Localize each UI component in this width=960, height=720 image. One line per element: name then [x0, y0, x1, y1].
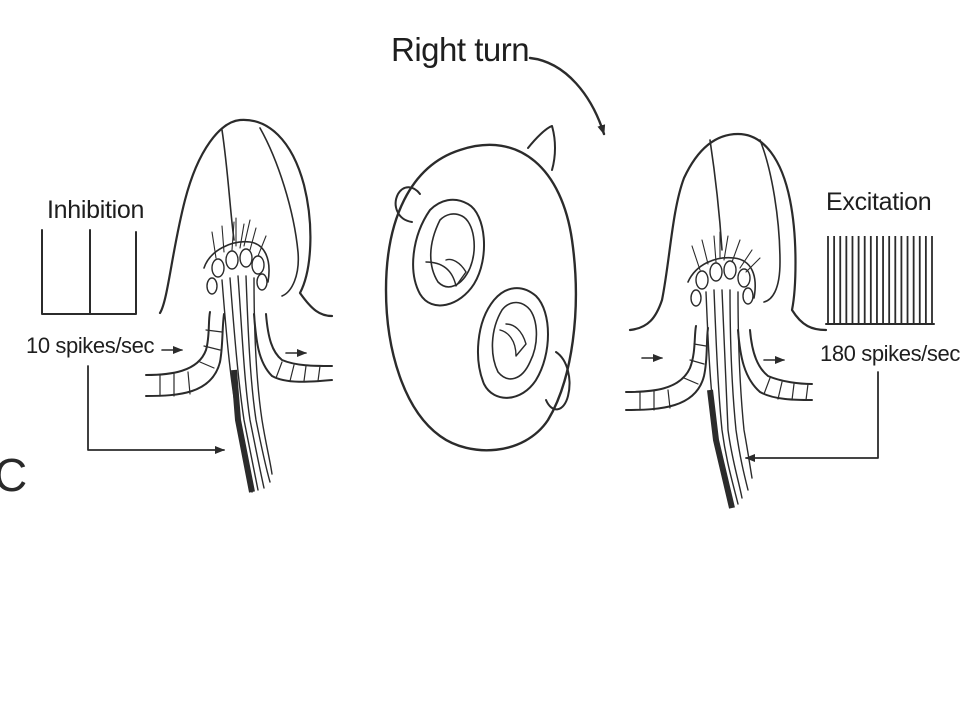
- right-spike-train: [825, 236, 935, 325]
- excitation-label: Excitation: [826, 188, 932, 216]
- right-firing-rate-label: 180 spikes/sec: [820, 341, 960, 366]
- inhibition-label: Inhibition: [47, 196, 145, 224]
- turn-arrow: [528, 56, 606, 136]
- right-ampulla: [625, 132, 828, 509]
- left-spike-train: [41, 229, 137, 315]
- left-firing-rate-label: 10 spikes/sec: [26, 333, 155, 358]
- left-ampulla: [145, 118, 334, 493]
- right-afferent-arrow: [745, 371, 879, 462]
- left-afferent-arrow: [87, 365, 225, 454]
- diagram-title: Right turn: [391, 31, 530, 68]
- panel-letter: C: [0, 449, 28, 501]
- head-diagram: [384, 125, 578, 452]
